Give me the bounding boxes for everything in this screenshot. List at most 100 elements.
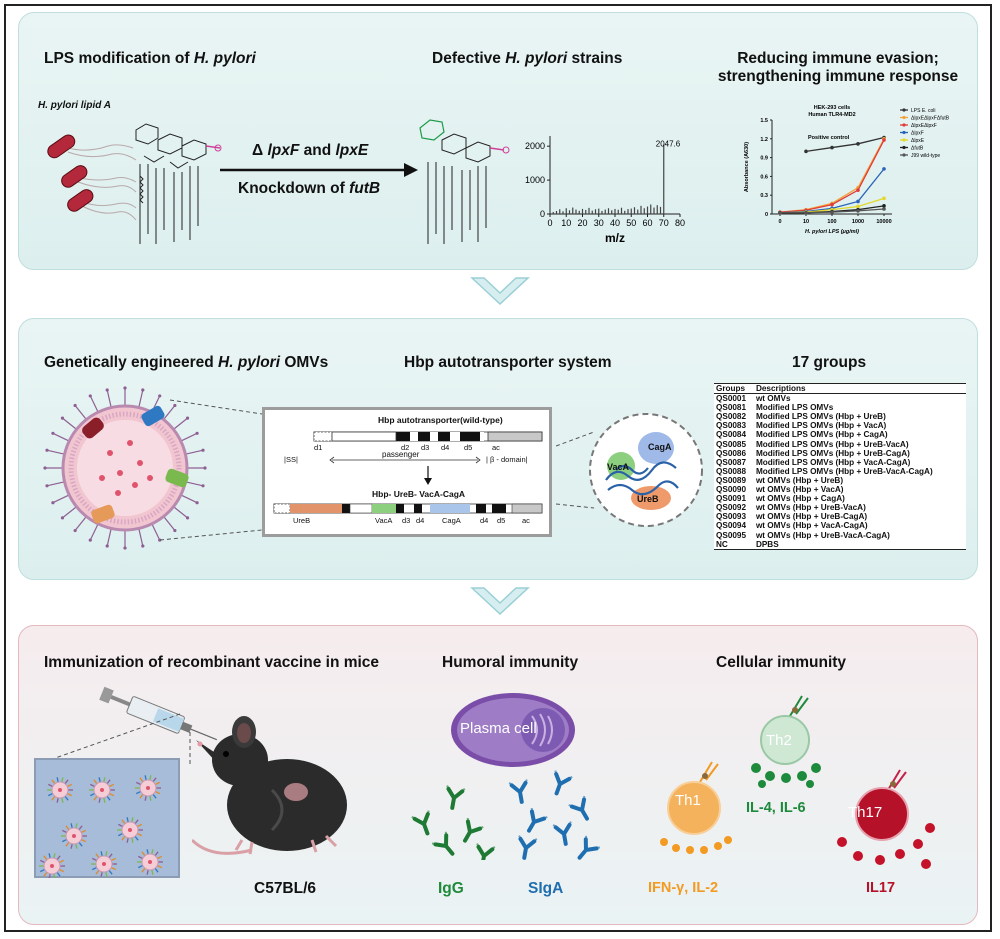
group-description-cell: Modified LPS OMVs (Hbp + UreB-VacA): [755, 439, 909, 449]
hbp-wt-bar: [313, 431, 543, 485]
abs-y-tick-label: 0.3: [760, 193, 768, 199]
abs-data-point: [882, 138, 886, 142]
th2-cytokines-label: IL-4, IL-6: [746, 800, 806, 816]
ms-peak-bar: [559, 209, 561, 214]
th17-label: Th17: [848, 804, 883, 821]
group-id-cell: QS0093: [716, 512, 747, 522]
domain-label-d3-rec: d3: [402, 516, 411, 525]
group-id-cell: QS0090: [716, 485, 747, 495]
ms-peak-bar: [620, 207, 623, 214]
ms-peak-bar: [643, 208, 645, 214]
abs-x-tick-label: 10000: [876, 219, 891, 225]
th1-cytokines-label: IFN-γ, IL-2: [648, 880, 719, 896]
group-id-cell: QS0082: [716, 412, 747, 422]
vaccine-particle-icon: [47, 777, 73, 803]
group-id-cell: QS0089: [716, 475, 747, 485]
abs-data-point: [804, 210, 808, 215]
ms-peak-bar: [562, 211, 564, 214]
group-description-cell: Modified LPS OMVs (Hbp + UreB): [755, 412, 886, 422]
vaccine-particle-icon: [117, 817, 143, 843]
ms-peak-bar: [627, 209, 629, 214]
passenger-label: passenger: [380, 450, 422, 459]
abs-chart-title: HEK-293 cells: [814, 105, 850, 111]
domain-label-ac: ac: [492, 443, 500, 452]
ms-x-tick-label: 20: [577, 218, 587, 228]
domain-label-d2: d2: [401, 443, 410, 452]
syringe-icon: [99, 686, 218, 741]
abs-y-tick-label: 0: [765, 212, 768, 218]
protein-structure-illustration: [556, 413, 703, 527]
ms-peak-bar: [640, 205, 642, 214]
abs-legend-entry: ΔlpxE: [911, 138, 925, 144]
domain-label-caga: CagA: [442, 516, 461, 525]
ms-peak-bar: [663, 144, 665, 214]
th17-cytokines-label: IL17: [866, 880, 896, 896]
group-description-cell: wt OMVs (Hbp + VacA): [755, 485, 844, 495]
bacteria-illustration: [47, 134, 137, 221]
th2-label: Th2: [766, 732, 792, 749]
abs-data-point: [856, 142, 860, 146]
ms-peak-bar: [646, 206, 649, 214]
table-header-descriptions: Descriptions: [753, 382, 966, 395]
arrow-label-knockdown: Knockdown of futB: [238, 180, 381, 197]
antibody-icon: [463, 817, 484, 843]
abs-legend-entry: LPS E. coli: [911, 108, 935, 114]
abs-y-axis-label: Absorbance (A630): [744, 142, 750, 192]
abs-series-line: [805, 136, 885, 152]
hbp-wt-label: Hbp autotransporter(wild-type): [378, 415, 503, 425]
abs-y-tick-label: 0.6: [760, 174, 768, 180]
domain-label-d4: d4: [441, 443, 450, 452]
abs-x-tick-label: 1000: [852, 219, 864, 225]
abs-data-point: [830, 202, 834, 207]
antibody-icon: [554, 770, 573, 796]
abs-legend-marker: [902, 130, 906, 135]
cellular-title: Cellular immunity: [716, 654, 847, 671]
ms-x-tick-label: 80: [675, 218, 685, 228]
group-description-cell: Modified LPS OMVs (Hbp + CagA): [755, 430, 888, 440]
abs-data-point: [830, 145, 834, 150]
igg-label: IgG: [438, 880, 464, 897]
ms-peak-bar: [601, 210, 603, 214]
ms-peak-bar: [598, 208, 600, 214]
th2-cell-icon: [751, 695, 821, 788]
vaccine-particle-icon: [61, 823, 87, 849]
domain-label-d3: d3: [421, 443, 430, 452]
ms-peak-bar: [581, 208, 584, 214]
ms-x-tick-label: 70: [659, 218, 669, 228]
ms-peak-bar: [555, 210, 558, 214]
abs-x-tick-label: 10: [803, 219, 809, 225]
group-description-cell: wt OMVs (Hbp + VacA-CagA): [755, 521, 868, 531]
abs-data-point: [778, 210, 782, 215]
modified-lipid-a-structure: [419, 119, 510, 244]
protein-label-ureb: UreB: [637, 494, 659, 504]
ms-x-tick-label: 50: [626, 218, 636, 228]
ms-peak-bar: [588, 207, 590, 214]
zoom-lines: [159, 399, 263, 541]
ms-peak-bar: [575, 209, 577, 214]
abs-data-point: [856, 188, 860, 192]
group-description-cell: Modified LPS OMVs (Hbp + VacA-CagA): [755, 457, 911, 467]
ms-peak-bar: [633, 207, 636, 214]
abs-y-tick-label: 1.2: [760, 137, 768, 143]
plasma-cell-icon: [451, 693, 575, 767]
abs-legend-entry: ΔlpxEΔlpxF: [911, 123, 937, 129]
vaccine-particles-illustration: [34, 758, 180, 878]
group-id-cell: QS0086: [716, 448, 747, 458]
abs-x-tick-label: 100: [827, 219, 836, 225]
ms-peak-bar: [585, 209, 587, 214]
table-header-groups: Groups: [714, 382, 754, 395]
table-row: QS0090 wt OMVs (Hbp + VacA): [714, 485, 966, 494]
abs-chart-subtitle: Human TLR4-MD2: [808, 112, 855, 118]
ms-peak-bar: [617, 209, 619, 214]
group-id-cell: QS0081: [716, 403, 747, 413]
group-id-cell: QS0085: [716, 439, 747, 449]
ms-x-tick-label: 30: [594, 218, 604, 228]
